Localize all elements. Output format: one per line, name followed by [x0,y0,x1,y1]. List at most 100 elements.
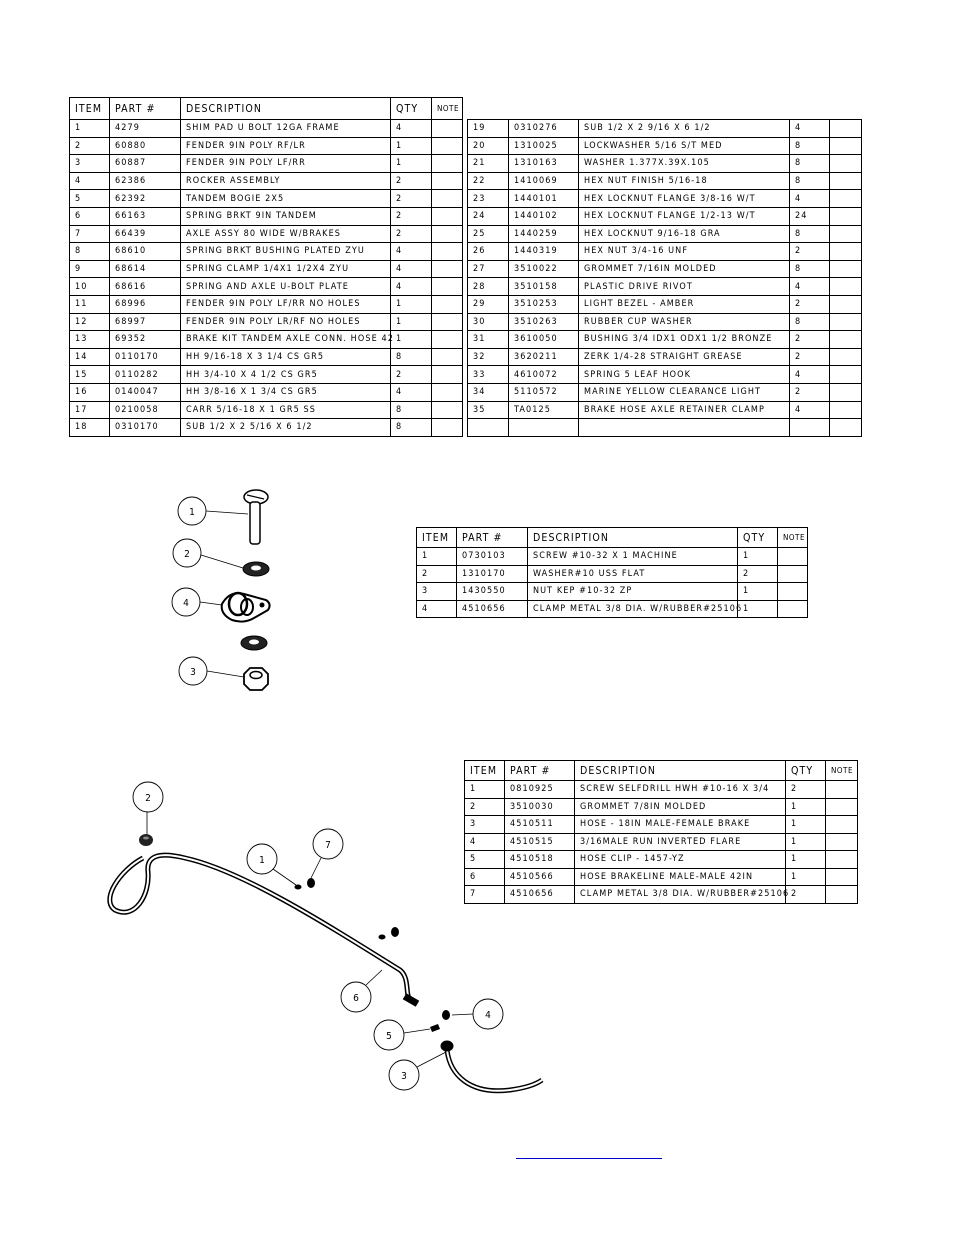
nut-part-icon [243,667,269,691]
header-description: DESCRIPTION [527,527,738,548]
cell-note [777,599,808,618]
cell-description: CLAMP METAL 3/8 DIA. W/RUBBER#25106 [574,885,788,904]
short-hose-icon [440,1040,544,1094]
header-part: PART # [456,527,528,548]
balloon-circle [246,843,278,875]
balloon-label: 3 [401,1071,407,1082]
leader-line [199,601,223,606]
balloon-label: 1 [259,855,265,866]
header-note: NOTE [825,760,858,781]
cell-description: CLAMP METAL 3/8 DIA. W/RUBBER#25106 [527,599,741,618]
header-description: DESCRIPTION [574,760,786,781]
balloon-label: 5 [386,1031,392,1042]
balloon-label: 2 [145,793,151,804]
callout-balloon: 3 [388,1051,447,1091]
balloon-circle [388,1059,420,1091]
callout-balloon: 4 [171,587,223,617]
balloon-label: 4 [485,1010,491,1021]
header-note: NOTE [431,97,463,120]
header-item: ITEM [416,527,457,548]
callout-balloon: 4 [451,998,504,1030]
balloon-label: 1 [189,507,195,518]
cell-part: 0310170 [109,418,181,437]
balloon-circle [472,998,504,1030]
balloon-circle [172,538,202,568]
leader-line [206,670,245,678]
callout-balloon: 1 [177,496,249,526]
balloon-circle [340,981,372,1013]
washer-part-icon [242,561,270,577]
callout-balloon: 2 [172,538,244,569]
balloon-label: 6 [353,993,359,1004]
leader-line [365,969,383,986]
leader-line [416,1051,447,1068]
header-part: PART # [504,760,575,781]
clamp-part-icon [220,591,271,623]
fitting-part-icon [442,1010,450,1020]
brake-line-icon [107,852,420,1007]
balloon-label: 3 [190,667,196,678]
balloon-label: 4 [183,598,189,609]
header-note: NOTE [777,527,808,548]
callout-balloon: 7 [310,828,344,879]
screw-part-icon [243,489,269,545]
table-header-row: ITEM PART # DESCRIPTION QTY NOTE [416,527,808,548]
washer-part-icon [240,635,268,651]
cell-qty: 8 [390,418,432,437]
table-row [467,418,862,437]
leader-line [272,868,297,886]
balloon-circle [178,656,208,686]
cell-item: 7 [464,885,505,904]
callout-balloon: 2 [132,781,164,834]
header-item: ITEM [464,760,505,781]
cell-part: 4510656 [456,599,528,618]
header-qty: QTY [390,97,432,120]
leader-line [200,554,244,569]
clamp-part-icon [307,878,399,937]
leader-line [310,857,322,879]
balloon-circle [132,781,164,813]
balloon-circle [373,1019,405,1051]
cell-description: SUB 1/2 X 2 5/16 X 6 1/2 [180,418,391,437]
table-header-row: ITEM PART # DESCRIPTION QTY NOTE [69,97,463,120]
balloon-circle [177,496,207,526]
callout-balloon: 6 [340,969,383,1013]
callout-balloon: 1 [246,843,297,886]
hose-clip-part-icon [430,1024,440,1032]
hyperlink-underline[interactable] [516,1158,662,1159]
cell-item: 18 [69,418,110,437]
cell-note [829,418,862,437]
